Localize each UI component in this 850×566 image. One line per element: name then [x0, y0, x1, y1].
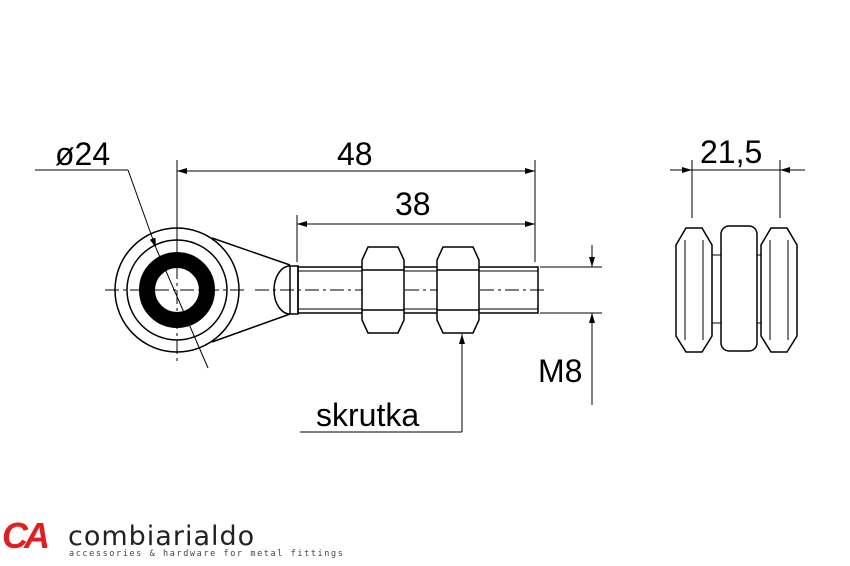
length-total-label: 48 [337, 136, 373, 172]
eye-bolt-front-view [105, 215, 545, 365]
nut-2 [436, 246, 480, 334]
logo-mark: CA [2, 515, 50, 556]
logo-tagline: accessories & hardware for metal fitting… [69, 549, 345, 559]
dimension-lines [35, 160, 805, 433]
thread-label: M8 [538, 353, 582, 389]
bushing-ring [139, 252, 215, 328]
logo-name: combiarialdo [68, 521, 256, 552]
nut-1 [361, 246, 405, 334]
length-thread-label: 38 [395, 186, 431, 222]
width-label: 21,5 [700, 134, 762, 170]
screw-label: skrutka [316, 397, 419, 433]
diameter-label: ø24 [55, 136, 110, 172]
wheel-side-view [675, 225, 798, 353]
